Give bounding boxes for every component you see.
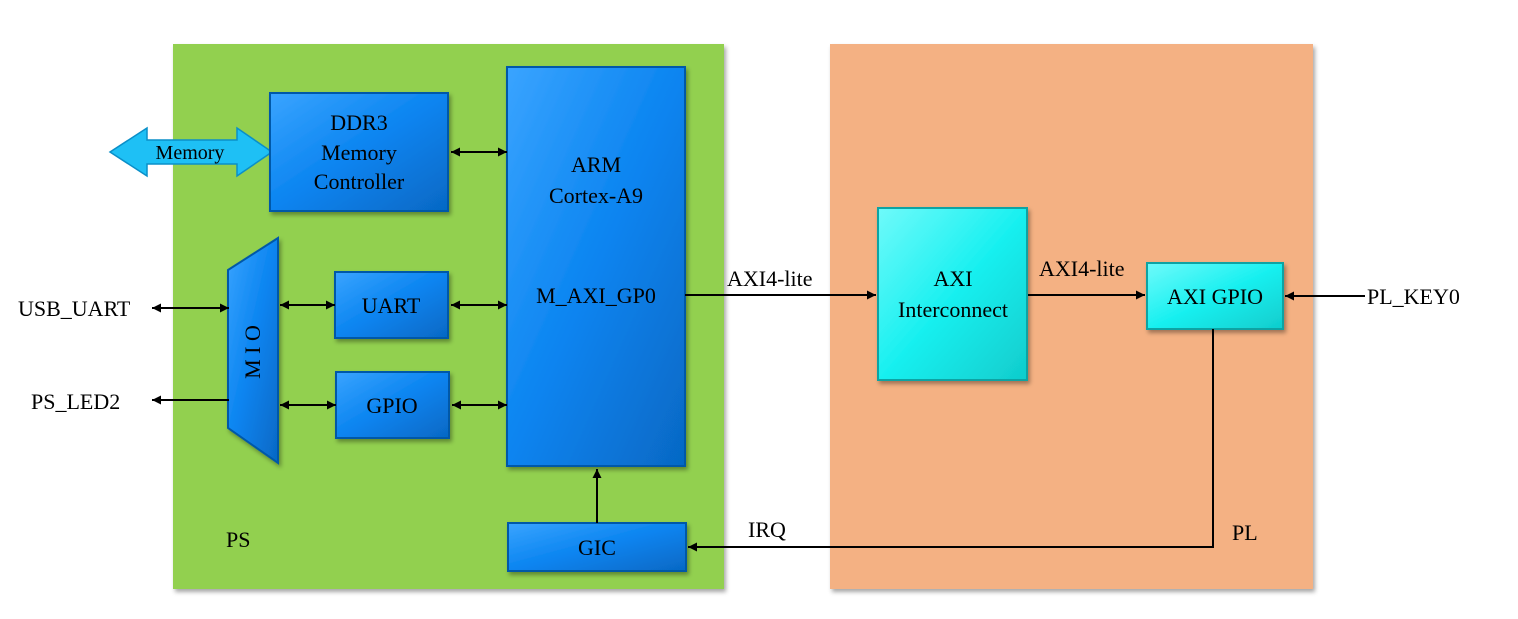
ps-led2-label: PS_LED2 xyxy=(31,389,120,414)
axi-interconnect-line1: AXI xyxy=(933,266,972,291)
axi-gpio-label: AXI GPIO xyxy=(1167,284,1263,309)
usb-uart-label: USB_UART xyxy=(18,296,131,321)
arm-line2: Cortex-A9 xyxy=(549,183,643,208)
gic-label: GIC xyxy=(578,535,616,560)
irq-label: IRQ xyxy=(748,517,786,542)
ddr3-line1: DDR3 xyxy=(330,110,387,135)
axi-lite-label-1: AXI4-lite xyxy=(727,266,813,291)
arm-line1: ARM xyxy=(571,152,621,177)
gpio-block: GPIO xyxy=(335,371,450,439)
pl-region-label: PL xyxy=(1232,520,1258,545)
mio-block: M I O xyxy=(227,236,279,465)
gic-block: GIC xyxy=(507,522,687,572)
mio-label: M I O xyxy=(240,325,265,379)
axi-interconnect-block: AXI Interconnect xyxy=(877,207,1028,381)
uart-block: UART xyxy=(334,271,449,339)
ddr3-line3: Controller xyxy=(314,169,405,194)
arm-cortex-a9-block: ARM Cortex-A9 M_AXI_GP0 xyxy=(506,66,686,467)
ddr3-memory-controller-block: DDR3 Memory Controller xyxy=(269,92,449,212)
uart-label: UART xyxy=(362,293,421,318)
axi-lite-label-2: AXI4-lite xyxy=(1039,256,1125,281)
axi-gpio-block: AXI GPIO xyxy=(1146,262,1284,330)
pl-key0-label: PL_KEY0 xyxy=(1367,284,1460,309)
irq-connector xyxy=(688,329,1214,552)
memory-label: Memory xyxy=(156,142,225,164)
arm-port-label: M_AXI_GP0 xyxy=(536,283,656,308)
gpio-label: GPIO xyxy=(366,393,417,418)
ddr3-line2: Memory xyxy=(321,140,397,165)
axi-interconnect-line2: Interconnect xyxy=(898,297,1008,322)
ps-region-label: PS xyxy=(226,527,250,552)
